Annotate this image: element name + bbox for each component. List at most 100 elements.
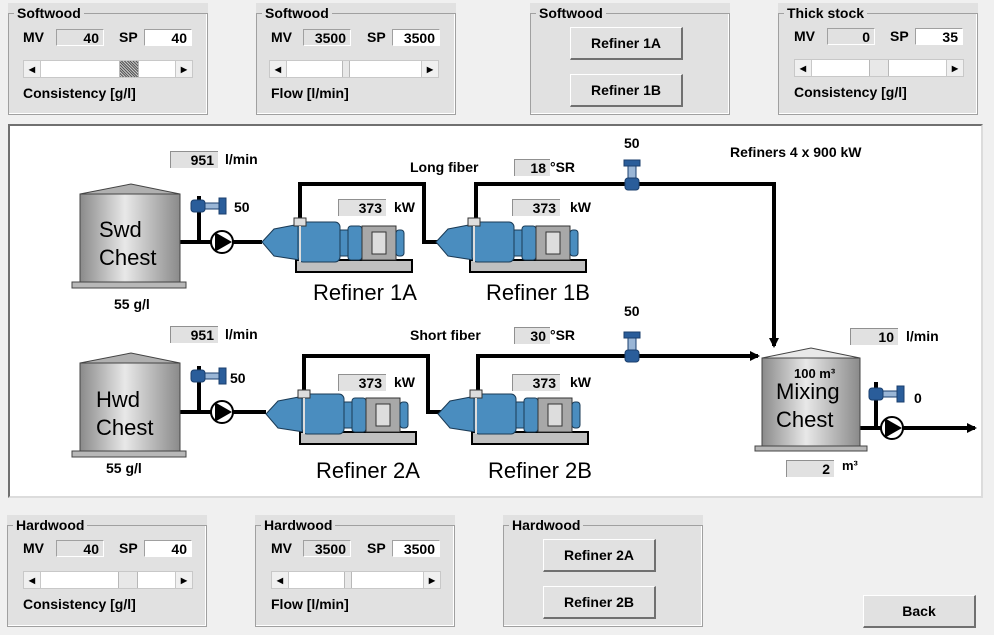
group-frame bbox=[8, 13, 208, 115]
scroll-left-icon[interactable]: ◀ bbox=[24, 61, 41, 77]
group-frame bbox=[255, 525, 455, 627]
flow-slider[interactable]: ◀ ▶ bbox=[269, 60, 439, 78]
slider-thumb[interactable] bbox=[118, 572, 138, 588]
mv-value: 3500 bbox=[303, 29, 351, 46]
consistency-slider[interactable]: ◀ ▶ bbox=[23, 571, 193, 589]
swd-flow-value: 951 bbox=[170, 151, 218, 168]
mix-flow-value: 10 bbox=[850, 328, 898, 345]
sp-input[interactable]: 40 bbox=[144, 540, 192, 557]
refiner-2a-name: Refiner 2A bbox=[316, 458, 420, 483]
mix-valve-value: 0 bbox=[914, 390, 922, 406]
scroll-left-icon[interactable]: ◀ bbox=[24, 572, 41, 588]
hwd-chest-name: Hwd bbox=[96, 387, 141, 412]
sp-label: SP bbox=[119, 29, 138, 45]
consistency-slider[interactable]: ◀ ▶ bbox=[23, 60, 193, 78]
softwood-refiners-panel: Softwood Refiner 1A Refiner 1B bbox=[530, 3, 730, 115]
slider-thumb[interactable] bbox=[342, 61, 350, 77]
slider-thumb[interactable] bbox=[344, 572, 352, 588]
pipe-short-fiber bbox=[476, 351, 760, 394]
mv-value: 3500 bbox=[303, 540, 351, 557]
control-valve-icon bbox=[868, 385, 905, 403]
refiner-1a-power: 373 bbox=[338, 199, 386, 216]
softwood-consistency-panel: Softwood MV 40 SP 40 ◀ ▶ Consistency [g/… bbox=[8, 3, 208, 115]
mv-label: MV bbox=[794, 28, 815, 44]
unit-label: Flow [l/min] bbox=[271, 85, 349, 101]
mix-capacity: 100 m³ bbox=[794, 366, 836, 381]
hwd-flow-unit: l/min bbox=[225, 326, 258, 342]
pump-icon bbox=[210, 400, 234, 424]
panel-title: Hardwood bbox=[261, 517, 336, 533]
refiner-1b-machine bbox=[435, 217, 587, 273]
mv-value: 40 bbox=[56, 540, 104, 557]
hwd-consistency: 55 g/l bbox=[106, 460, 142, 476]
mv-label: MV bbox=[23, 540, 44, 556]
refiner-1a-button[interactable]: Refiner 1A bbox=[570, 27, 683, 60]
panel-title: Hardwood bbox=[13, 517, 88, 533]
sp-label: SP bbox=[367, 29, 386, 45]
softwood-flow-panel: Softwood MV 3500 SP 3500 ◀ ▶ Flow [l/min… bbox=[256, 3, 456, 115]
mix-level-value: 2 bbox=[786, 460, 834, 477]
control-valve-icon bbox=[623, 331, 641, 363]
swd-chest-name: Swd bbox=[99, 217, 142, 242]
panel-title: Thick stock bbox=[784, 5, 868, 21]
hardwood-refiners-panel: Hardwood Refiner 2A Refiner 2B bbox=[503, 515, 703, 627]
consistency-slider[interactable]: ◀ ▶ bbox=[794, 59, 964, 77]
mv-label: MV bbox=[271, 29, 292, 45]
refiner-1a-name: Refiner 1A bbox=[313, 280, 417, 305]
refiner-1a-machine bbox=[261, 217, 413, 273]
mix-chest-name-2: Chest bbox=[776, 407, 834, 432]
sp-input[interactable]: 40 bbox=[144, 29, 192, 46]
group-frame bbox=[503, 525, 703, 627]
short-fiber-label: Short fiber bbox=[410, 327, 481, 343]
hwd-valve-value: 50 bbox=[230, 370, 246, 386]
hardwood-consistency-panel: Hardwood MV 40 SP 40 ◀ ▶ Consistency [g/… bbox=[7, 515, 207, 627]
refiner-1b-name: Refiner 1B bbox=[486, 280, 590, 305]
sp-input[interactable]: 35 bbox=[915, 28, 963, 45]
scroll-right-icon[interactable]: ▶ bbox=[421, 61, 438, 77]
scroll-left-icon[interactable]: ◀ bbox=[795, 60, 812, 76]
scroll-left-icon[interactable]: ◀ bbox=[270, 61, 287, 77]
refiner-2b-button[interactable]: Refiner 2B bbox=[543, 586, 656, 619]
scroll-right-icon[interactable]: ▶ bbox=[946, 60, 963, 76]
slider-thumb[interactable] bbox=[119, 61, 139, 77]
hwd-chest-name-2: Chest bbox=[96, 415, 154, 440]
control-valve-icon bbox=[190, 197, 227, 215]
refiner-2a-power: 373 bbox=[338, 374, 386, 391]
sp-label: SP bbox=[367, 540, 386, 556]
refiners-header: Refiners 4 x 900 kW bbox=[730, 144, 862, 160]
panel-title: Softwood bbox=[536, 5, 606, 21]
panel-title: Softwood bbox=[262, 5, 332, 21]
sp-input[interactable]: 3500 bbox=[392, 29, 440, 46]
pipe-2a-to-2b bbox=[302, 354, 442, 414]
slider-thumb[interactable] bbox=[869, 60, 889, 76]
swd-flow-unit: l/min bbox=[225, 151, 258, 167]
refiner-1b-button[interactable]: Refiner 1B bbox=[570, 74, 683, 107]
scroll-right-icon[interactable]: ▶ bbox=[175, 61, 192, 77]
mv-value: 40 bbox=[56, 29, 104, 46]
back-button[interactable]: Back bbox=[863, 595, 976, 628]
swd-valve-value: 50 bbox=[234, 199, 250, 215]
refiner-1a-power-unit: kW bbox=[394, 199, 415, 215]
pump-icon bbox=[880, 416, 904, 440]
flow-slider[interactable]: ◀ ▶ bbox=[271, 571, 441, 589]
scroll-left-icon[interactable]: ◀ bbox=[272, 572, 289, 588]
refiner-2b-power-unit: kW bbox=[570, 374, 591, 390]
swd-chest-tank bbox=[71, 183, 187, 289]
scroll-right-icon[interactable]: ▶ bbox=[423, 572, 440, 588]
short-fiber-freeness: 30 bbox=[514, 327, 550, 344]
group-frame bbox=[7, 525, 207, 627]
sp-input[interactable]: 3500 bbox=[392, 540, 440, 557]
group-frame bbox=[256, 13, 456, 115]
mix-level-unit: m³ bbox=[842, 458, 858, 473]
pump-icon bbox=[210, 230, 234, 254]
mv-label: MV bbox=[271, 540, 292, 556]
refiner-2a-button[interactable]: Refiner 2A bbox=[543, 539, 656, 572]
unit-label: Consistency [g/l] bbox=[23, 85, 136, 101]
unit-label: Consistency [g/l] bbox=[23, 596, 136, 612]
hwd-chest-tank bbox=[71, 352, 187, 458]
process-graphics bbox=[71, 159, 977, 458]
scroll-right-icon[interactable]: ▶ bbox=[175, 572, 192, 588]
mix-flow-unit: l/min bbox=[906, 328, 939, 344]
group-frame bbox=[778, 13, 978, 115]
refiner-2b-machine bbox=[437, 389, 589, 445]
